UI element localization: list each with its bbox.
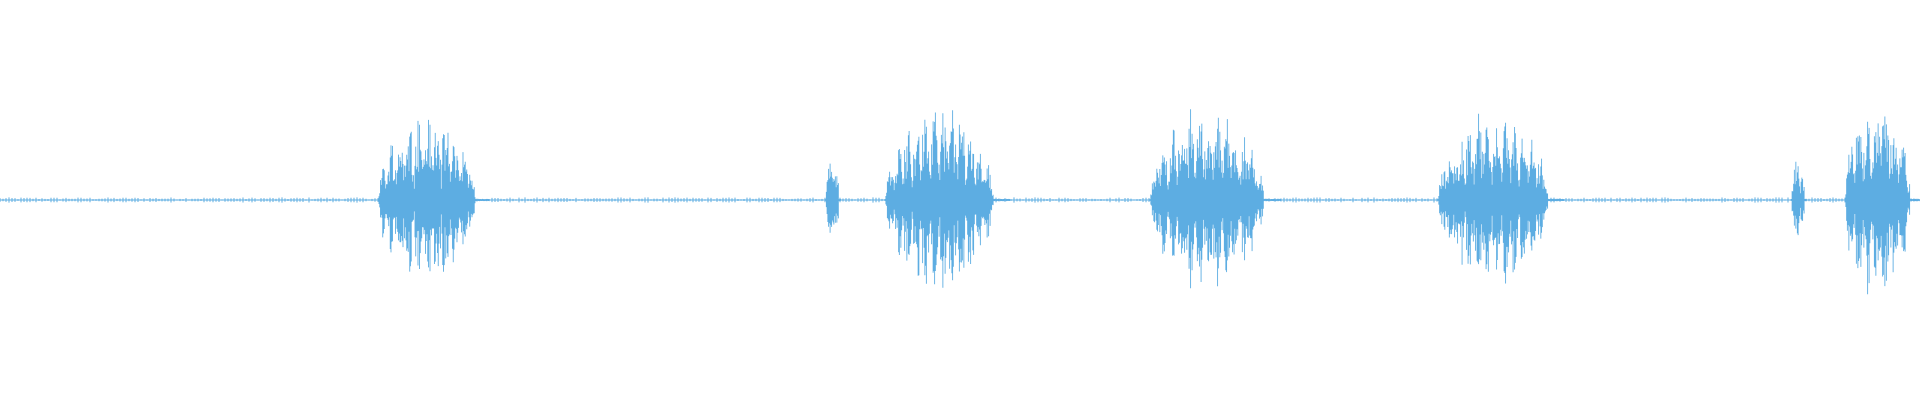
waveform-noise-path bbox=[0, 197, 1918, 203]
waveform-burst-2 bbox=[825, 163, 842, 233]
waveform-burst-3 bbox=[884, 110, 1011, 288]
waveform-burst-1 bbox=[377, 119, 490, 272]
waveform-noise bbox=[0, 197, 1918, 203]
waveform-burst-7 bbox=[1844, 116, 1920, 295]
